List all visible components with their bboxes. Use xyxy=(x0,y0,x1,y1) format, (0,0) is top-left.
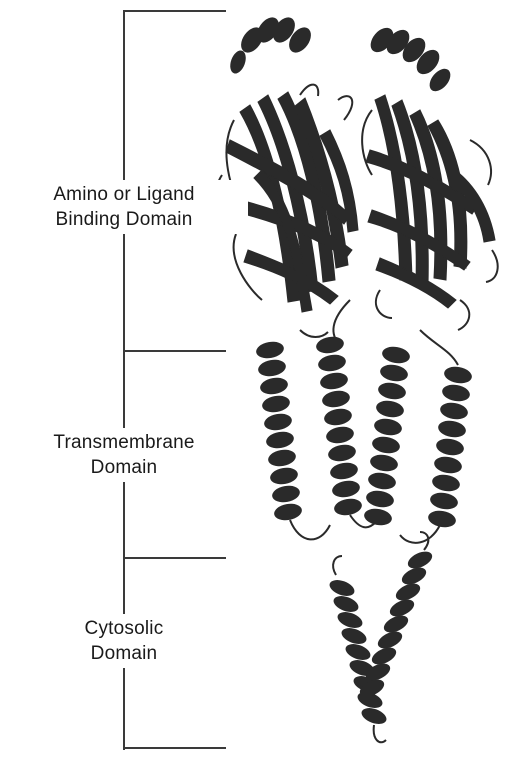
transmembrane-label-line-2: Domain xyxy=(0,455,248,480)
top-left-helix xyxy=(227,13,315,75)
tm-helix-1 xyxy=(255,340,303,523)
ligand-binding-domain-label: Amino or Ligand Binding Domain xyxy=(0,180,248,234)
tm-helix-2 xyxy=(315,335,363,518)
transmembrane-label-line-1: Transmembrane xyxy=(0,430,248,455)
transmembrane-helices xyxy=(255,330,473,543)
ligand-label-line-2: Binding Domain xyxy=(0,207,248,232)
cytosolic-domain-label: Cytosolic Domain xyxy=(0,614,248,668)
ligand-binding-domain-ribbons xyxy=(217,13,498,345)
cytosolic-helices xyxy=(327,532,434,742)
cyto-helix-right xyxy=(357,548,434,700)
tm-helix-4 xyxy=(427,365,473,530)
cytosolic-label-line-2: Domain xyxy=(0,641,248,666)
ligand-label-line-1: Amino or Ligand xyxy=(0,182,248,207)
top-right-helix xyxy=(366,23,454,95)
cytosolic-label-line-1: Cytosolic xyxy=(0,616,248,641)
tm-helix-3 xyxy=(363,345,411,528)
transmembrane-domain-label: Transmembrane Domain xyxy=(0,428,248,482)
right-beta-sandwich xyxy=(366,95,495,308)
